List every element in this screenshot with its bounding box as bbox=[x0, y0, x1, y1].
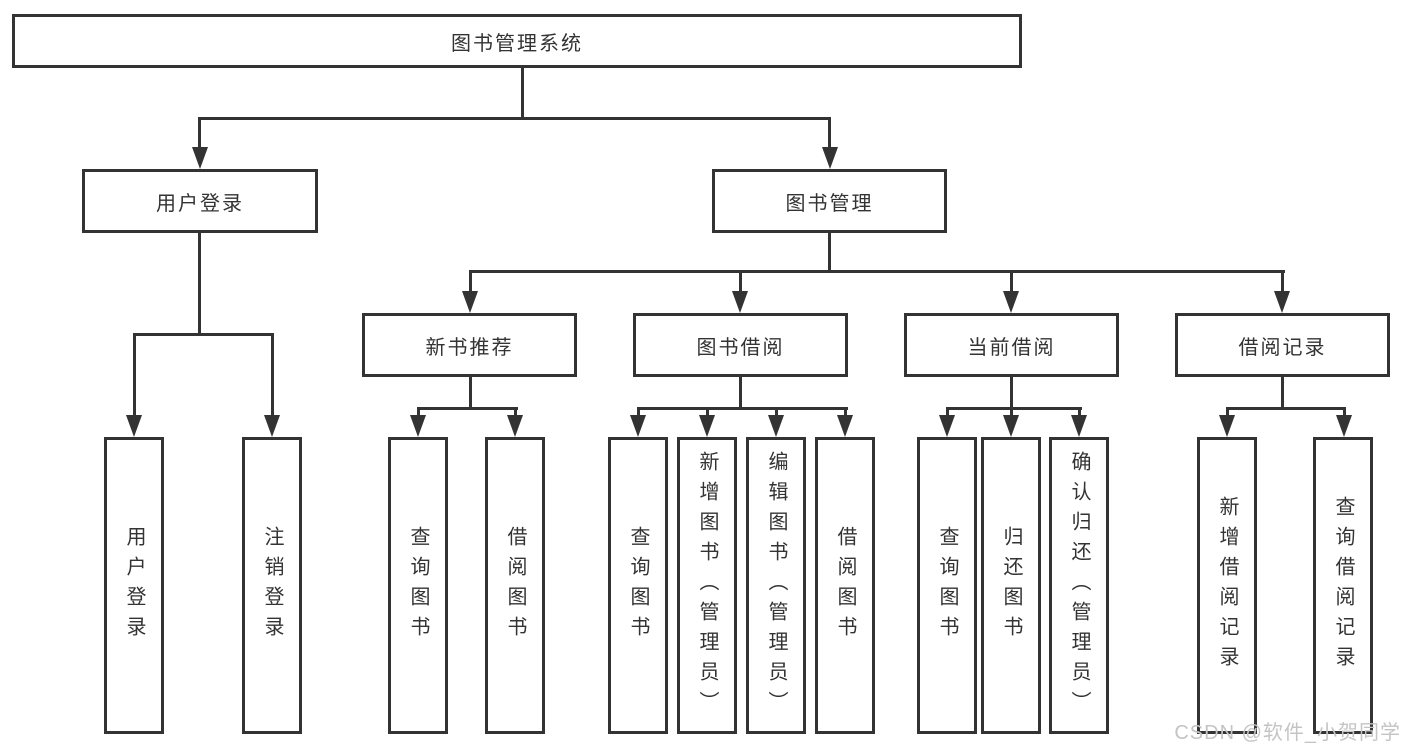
node-new-book-recommend-label: 新书推荐 bbox=[425, 336, 514, 359]
node-book-borrowing: 图书借阅 bbox=[633, 313, 848, 377]
connector-l3-drop-2 bbox=[739, 270, 742, 293]
connector-g2-drop-1 bbox=[417, 407, 420, 421]
connector-root-stem bbox=[521, 66, 524, 119]
leaf-borrow-books-1: 借阅图书 bbox=[485, 437, 545, 734]
connector-g2-split bbox=[417, 407, 518, 410]
node-current-borrowing-label: 当前借阅 bbox=[967, 336, 1056, 359]
connector-l2-drop-left bbox=[198, 117, 201, 149]
leaf-edit-books-admin-label: 编辑图书（管理员） bbox=[765, 450, 787, 721]
leaf-add-books-admin-label: 新增图书（管理员） bbox=[696, 450, 718, 721]
connector-userlogin-stem bbox=[198, 231, 201, 336]
connector-g3-drop-2 bbox=[706, 407, 709, 421]
node-user-login: 用户登录 bbox=[82, 169, 318, 233]
leaf-confirm-return-admin: 确认归还（管理员） bbox=[1049, 437, 1109, 734]
node-current-borrowing: 当前借阅 bbox=[904, 313, 1119, 377]
arrowhead-leaf-logout bbox=[264, 415, 280, 437]
leaf-edit-books-admin: 编辑图书（管理员） bbox=[746, 437, 806, 734]
arrowhead-book-mgmt bbox=[822, 147, 838, 169]
connector-g3-drop-3 bbox=[775, 407, 778, 421]
leaf-query-books-2-label: 查询图书 bbox=[627, 525, 649, 646]
leaf-add-books-admin: 新增图书（管理员） bbox=[677, 437, 737, 734]
leaf-borrow-books-2-label: 借阅图书 bbox=[834, 525, 856, 646]
connector-l2-split bbox=[198, 117, 831, 120]
connector-g3-drop-4 bbox=[844, 407, 847, 421]
connector-l3-drop-3 bbox=[1010, 270, 1013, 293]
connector-g3-drop-1 bbox=[637, 407, 640, 421]
leaf-return-books-label: 归还图书 bbox=[1000, 525, 1022, 646]
connector-g2-drop-2 bbox=[514, 407, 517, 421]
node-book-borrowing-label: 图书借阅 bbox=[696, 336, 785, 359]
csdn-watermark: CSDN @软件_小贺同学 bbox=[1174, 722, 1401, 744]
leaf-query-borrow-record-label: 查询借阅记录 bbox=[1332, 495, 1354, 676]
connector-g5-drop-1 bbox=[1226, 407, 1229, 421]
arrowhead-current-borrow bbox=[1003, 291, 1019, 313]
leaf-add-borrow-record: 新增借阅记录 bbox=[1197, 437, 1257, 734]
node-new-book-recommend: 新书推荐 bbox=[362, 313, 577, 377]
arrowhead-g5-leaf-2 bbox=[1336, 415, 1352, 437]
connector-l3-split bbox=[469, 270, 1285, 273]
arrowhead-g2-leaf-2 bbox=[507, 415, 523, 437]
connector-l2-drop-right bbox=[828, 117, 831, 149]
connector-g3-split bbox=[637, 407, 848, 410]
arrowhead-g4-leaf-3 bbox=[1071, 415, 1087, 437]
connector-g2-stem bbox=[469, 375, 472, 410]
leaf-user-login: 用户登录 bbox=[104, 437, 164, 734]
arrowhead-g3-leaf-1 bbox=[630, 415, 646, 437]
arrowhead-g4-leaf-1 bbox=[939, 415, 955, 437]
leaf-logout: 注销登录 bbox=[242, 437, 302, 734]
connector-g4-drop-3 bbox=[1078, 407, 1081, 421]
connector-g5-split bbox=[1226, 407, 1346, 410]
leaf-user-login-label: 用户登录 bbox=[123, 525, 145, 646]
leaf-query-books-3: 查询图书 bbox=[917, 437, 977, 734]
arrowhead-borrow-records bbox=[1274, 291, 1290, 313]
arrowhead-new-books bbox=[462, 291, 478, 313]
leaf-logout-label: 注销登录 bbox=[261, 525, 283, 646]
arrowhead-leaf-user-login bbox=[126, 415, 142, 437]
connector-l3-drop-1 bbox=[469, 270, 472, 293]
arrowhead-user-login bbox=[192, 147, 208, 169]
connector-g4-stem bbox=[1010, 375, 1013, 410]
node-root-system: 图书管理系统 bbox=[12, 14, 1022, 68]
arrowhead-g3-leaf-3 bbox=[768, 415, 784, 437]
leaf-query-books-3-label: 查询图书 bbox=[936, 525, 958, 646]
connector-l3-drop-4 bbox=[1281, 270, 1284, 293]
arrowhead-g3-leaf-4 bbox=[837, 415, 853, 437]
leaf-borrow-books-1-label: 借阅图书 bbox=[504, 525, 526, 646]
leaf-return-books: 归还图书 bbox=[981, 437, 1041, 734]
leaf-query-borrow-record: 查询借阅记录 bbox=[1313, 437, 1373, 734]
arrowhead-book-borrow bbox=[732, 291, 748, 313]
connector-g4-drop-1 bbox=[946, 407, 949, 421]
connector-g5-drop-2 bbox=[1343, 407, 1346, 421]
arrowhead-g2-leaf-1 bbox=[410, 415, 426, 437]
connector-g1-drop-2 bbox=[271, 333, 274, 418]
arrowhead-g3-leaf-2 bbox=[699, 415, 715, 437]
node-root-label: 图书管理系统 bbox=[451, 32, 583, 55]
node-book-management: 图书管理 bbox=[712, 169, 947, 233]
leaf-query-books-1-label: 查询图书 bbox=[407, 525, 429, 646]
connector-g4-split bbox=[946, 407, 1082, 410]
leaf-add-borrow-record-label: 新增借阅记录 bbox=[1216, 495, 1238, 676]
connector-g1-split bbox=[133, 333, 274, 336]
connector-g1-drop-1 bbox=[133, 333, 136, 418]
arrowhead-g4-leaf-2 bbox=[1003, 415, 1019, 437]
leaf-borrow-books-2: 借阅图书 bbox=[815, 437, 875, 734]
node-book-management-label: 图书管理 bbox=[785, 192, 874, 215]
leaf-query-books-1: 查询图书 bbox=[388, 437, 448, 734]
connector-bookmgmt-stem bbox=[828, 231, 831, 273]
connector-g3-stem bbox=[739, 375, 742, 410]
node-borrow-records-label: 借阅记录 bbox=[1238, 336, 1327, 359]
arrowhead-g5-leaf-1 bbox=[1219, 415, 1235, 437]
node-borrow-records: 借阅记录 bbox=[1175, 313, 1390, 377]
leaf-confirm-return-admin-label: 确认归还（管理员） bbox=[1068, 450, 1090, 721]
connector-g5-stem bbox=[1281, 375, 1284, 410]
connector-g4-drop-2 bbox=[1010, 407, 1013, 421]
node-user-login-label: 用户登录 bbox=[156, 192, 244, 215]
leaf-query-books-2: 查询图书 bbox=[608, 437, 668, 734]
